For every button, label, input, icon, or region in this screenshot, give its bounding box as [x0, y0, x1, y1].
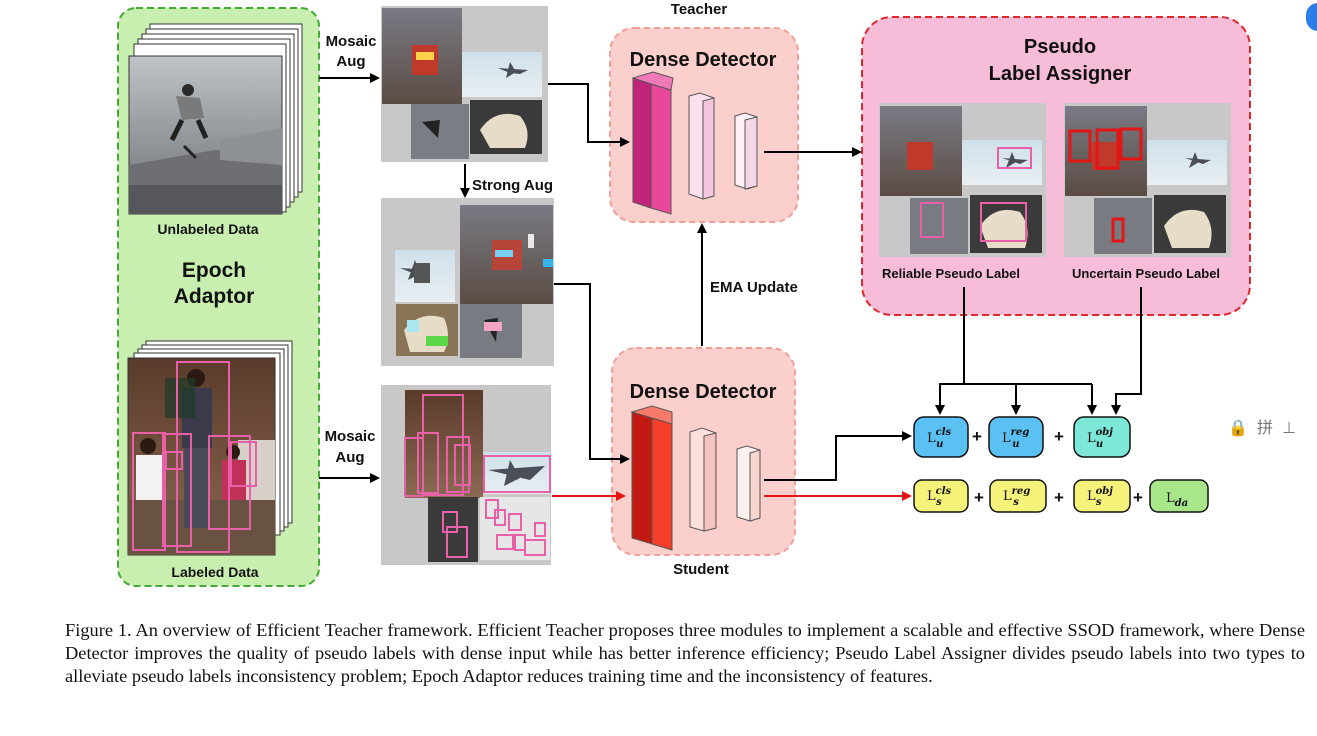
teacher-label: Teacher	[671, 1, 728, 18]
mosaic-aug-label-top-1: Mosaic	[326, 33, 377, 50]
mosaic-aug-label-bottom-1: Mosaic	[325, 428, 376, 445]
skateboarder-photo	[128, 55, 283, 215]
mosaic-strong-aug-image	[381, 198, 554, 366]
loss-s-reg-box	[989, 479, 1047, 513]
mosaic-aug-label-top-2: Aug	[336, 53, 365, 70]
loss-s-obj-box	[1073, 479, 1131, 513]
unlabeled-data-label: Unlabeled Data	[157, 221, 258, 237]
epoch-adaptor-title-1: Epoch	[182, 259, 246, 282]
mosaic-labeled-image	[381, 385, 551, 565]
teacher-detector-title: Dense Detector	[630, 49, 777, 71]
mosaic-unlabeled-image	[381, 6, 548, 162]
plus-2: +	[1054, 427, 1064, 446]
reliable-pseudo-label-text: Reliable Pseudo Label	[882, 266, 1020, 281]
plus-4: +	[1054, 488, 1064, 507]
pseudo-label-assigner-panel: Pseudo Label Assigner Reliable Pseudo La…	[861, 16, 1251, 316]
student-label: Student	[673, 561, 729, 578]
epoch-adaptor-title-2: Adaptor	[174, 285, 255, 308]
labeled-data-label: Labeled Data	[171, 564, 258, 580]
student-dense-detector: Dense Detector	[611, 347, 796, 556]
mosaic-aug-label-bottom-2: Aug	[335, 449, 364, 466]
labeled-group-photo	[127, 357, 276, 556]
corner-badge-icon[interactable]	[1306, 3, 1317, 31]
pla-title-1: Pseudo	[1024, 36, 1096, 58]
loss-u-reg-box	[988, 416, 1044, 458]
loss-s-cls-box	[913, 479, 969, 513]
loss-u-cls-box	[913, 416, 969, 458]
labeled-gt-boxes	[132, 361, 257, 553]
student-detector-title: Dense Detector	[630, 381, 777, 403]
teacher-dense-detector: Dense Detector	[609, 27, 799, 223]
strong-aug-label: Strong Aug	[472, 177, 553, 194]
side-toolbar-icons[interactable]: 🔒 拼 ⊥	[1228, 418, 1299, 437]
figure-caption: Figure 1. An overview of Efficient Teach…	[65, 620, 1305, 686]
plus-5: +	[1133, 488, 1143, 507]
uncertain-pseudo-label-image	[1064, 103, 1231, 257]
flow-arrows	[319, 73, 1142, 483]
plus-1: +	[972, 427, 982, 446]
uncertain-pseudo-label-text: Uncertain Pseudo Label	[1072, 266, 1220, 281]
ema-update-label: EMA Update	[710, 279, 798, 296]
labeled-data-stack: Labeled Data	[127, 340, 293, 580]
loss-da-box	[1149, 479, 1209, 513]
pla-title-2: Label Assigner	[989, 63, 1132, 85]
unlabeled-data-stack: Unlabeled Data	[128, 23, 303, 237]
loss-u-obj-box	[1073, 416, 1131, 458]
reliable-pseudo-label-image	[879, 103, 1046, 257]
loss-da: Lda	[1166, 491, 1188, 509]
plus-3: +	[974, 488, 984, 507]
